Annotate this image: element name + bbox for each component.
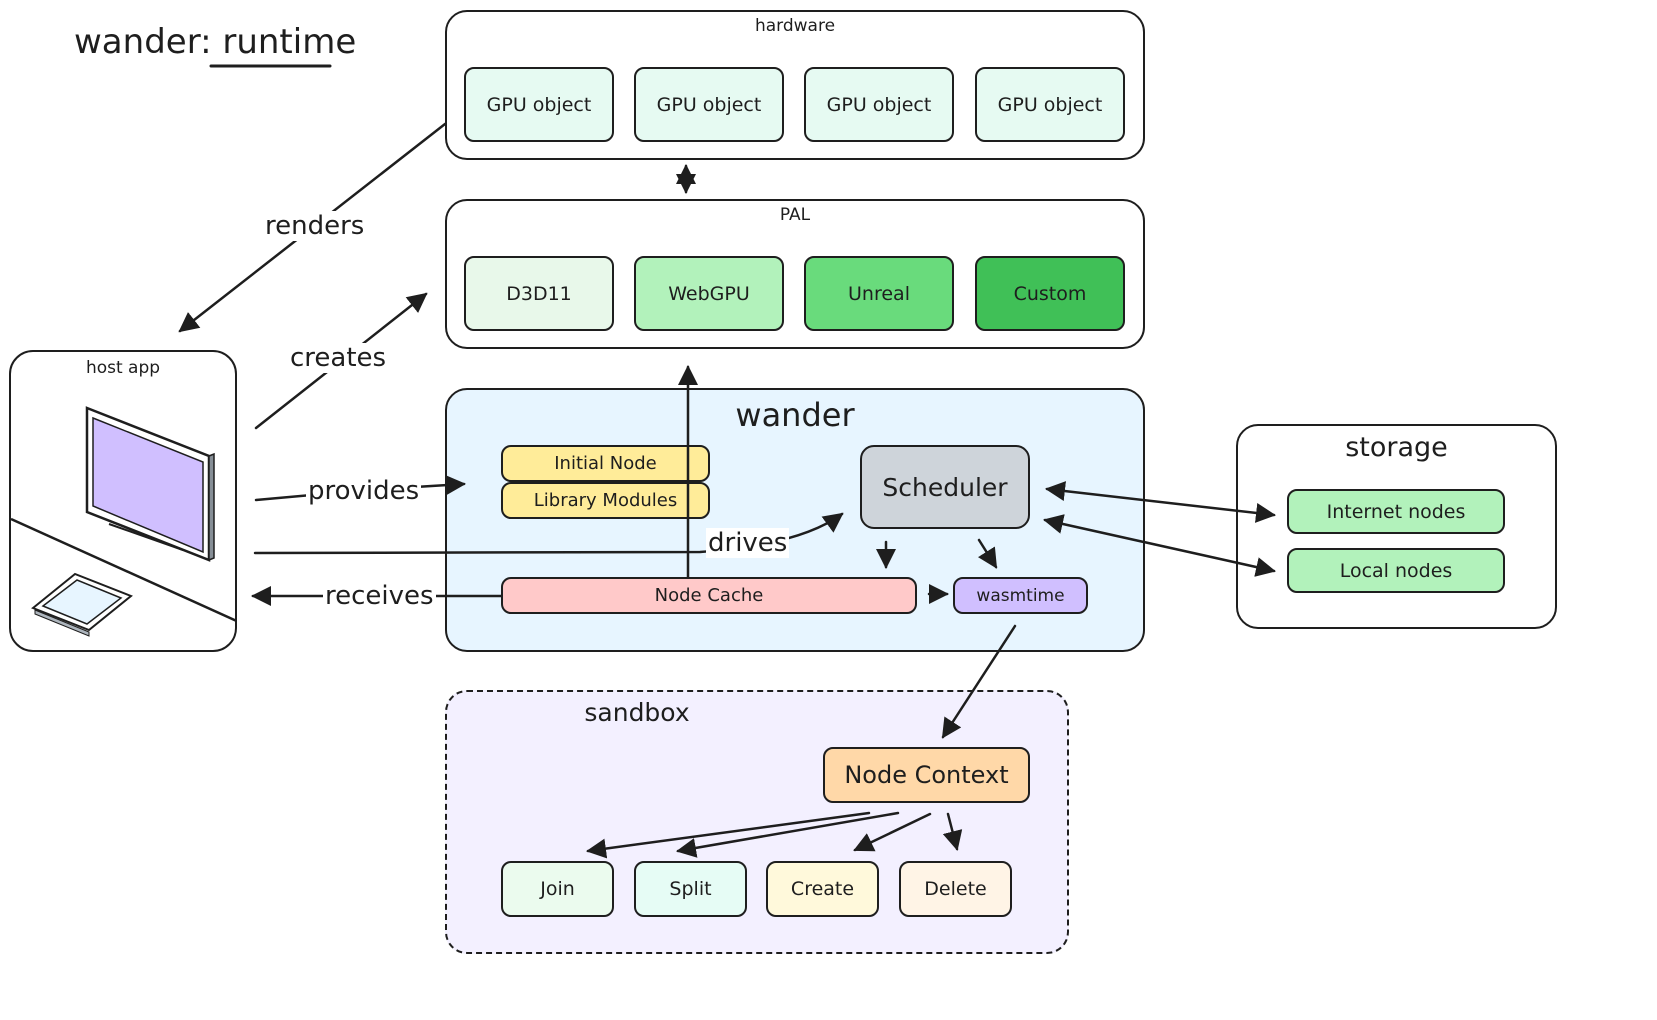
- gpu-object-4: GPU object: [975, 67, 1125, 142]
- create-box: Create: [766, 861, 879, 917]
- sandbox-label: sandbox: [584, 698, 690, 727]
- context-to-split-arrow: [676, 811, 900, 858]
- pal-group: PAL: [445, 199, 1145, 349]
- hardware-label: hardware: [754, 16, 836, 36]
- gpu-object-1: GPU object: [464, 67, 614, 142]
- webgpu-box: WebGPU: [634, 256, 784, 331]
- pal-label: PAL: [779, 205, 811, 225]
- context-to-delete-arrow: [942, 812, 963, 851]
- diagram-title: wander: runtime: [74, 22, 356, 62]
- local-nodes-box: Local nodes: [1287, 548, 1505, 593]
- storage-label: storage: [1345, 432, 1448, 463]
- receives-label: receives: [323, 581, 436, 611]
- library-modules-box: Library Modules: [501, 482, 710, 519]
- custom-box: Custom: [975, 256, 1125, 331]
- scheduler-local-arrow: [1043, 514, 1276, 577]
- node-cache-box: Node Cache: [501, 577, 917, 614]
- host-app-illustration: [11, 406, 235, 637]
- wander-label: wander: [735, 396, 855, 434]
- creates-label: creates: [288, 343, 389, 373]
- d3d11-box: D3D11: [464, 256, 614, 331]
- wasmtime-box: wasmtime: [953, 577, 1088, 614]
- drives-label: drives: [706, 528, 790, 558]
- initial-node-box: Initial Node: [501, 445, 710, 482]
- host-app-group: host app: [9, 350, 237, 652]
- scheduler-box: Scheduler: [860, 445, 1030, 529]
- scheduler-internet-arrow: [1045, 481, 1276, 523]
- context-to-create-arrow: [853, 812, 932, 852]
- scheduler-to-wasmtime-arrow: [977, 538, 998, 569]
- join-box: Join: [501, 861, 614, 917]
- unreal-box: Unreal: [804, 256, 954, 331]
- title-main: runtime: [222, 22, 357, 62]
- renders-label: renders: [263, 211, 367, 241]
- gpu-object-3: GPU object: [804, 67, 954, 142]
- tablet-icon: [31, 572, 133, 637]
- split-box: Split: [634, 861, 747, 917]
- monitor-icon: [85, 406, 215, 562]
- internet-nodes-box: Internet nodes: [1287, 489, 1505, 534]
- gpu-object-2: GPU object: [634, 67, 784, 142]
- wasmtime-to-context-arrow: [941, 624, 1017, 739]
- delete-box: Delete: [899, 861, 1012, 917]
- provides-label: provides: [306, 476, 422, 506]
- title-prefix: wander:: [74, 22, 212, 62]
- host-app-label: host app: [85, 358, 161, 378]
- hardware-group: hardware: [445, 10, 1145, 160]
- context-to-join-arrow: [586, 811, 871, 859]
- node-context-box: Node Context: [823, 747, 1030, 803]
